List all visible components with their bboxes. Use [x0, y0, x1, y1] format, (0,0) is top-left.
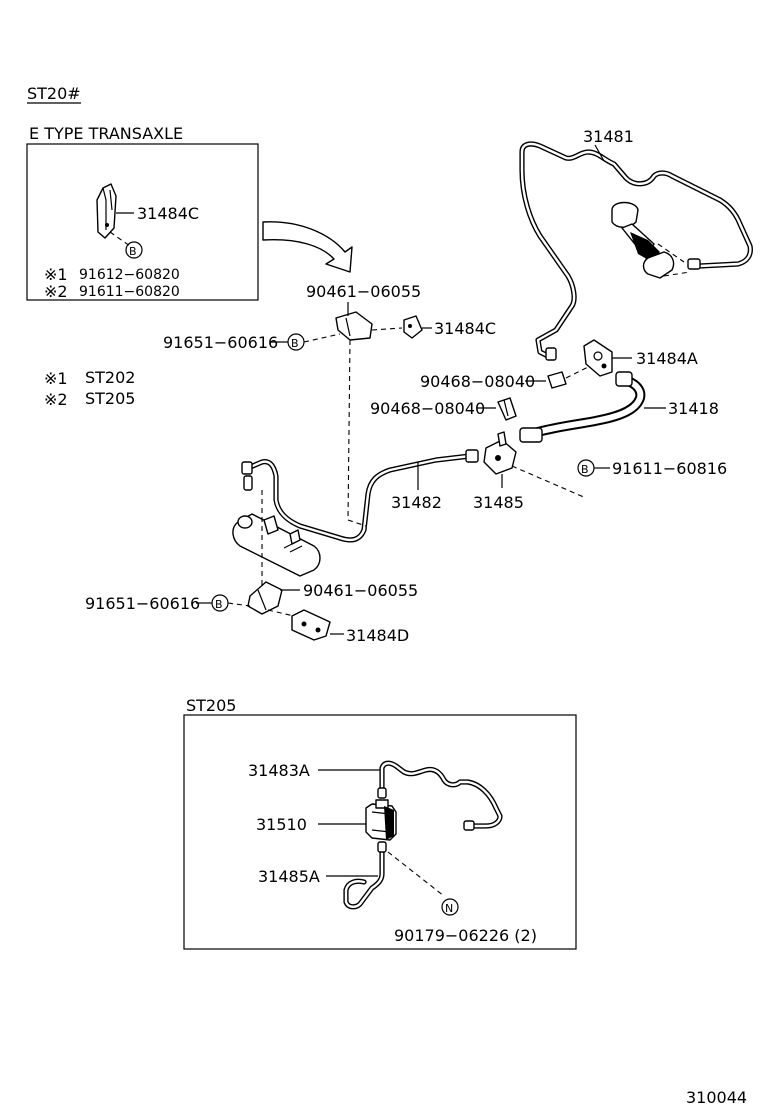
label-31484A: 31484A: [636, 349, 698, 368]
release-cylinder-icon: [232, 513, 321, 577]
e-type-transaxle-inset: E TYPE TRANSAXLE 31484C B ※1 91612−60820…: [26, 124, 259, 301]
bracket-31484D-icon: [291, 609, 331, 641]
inset-alt-bolt-2: 91611−60820: [79, 284, 180, 300]
legend-model-1: ST202: [85, 368, 135, 387]
label-91611: 91611−60816: [612, 459, 727, 478]
svg-text:B: B: [129, 245, 137, 258]
label-31418: 31418: [668, 399, 719, 418]
inset-mark-2: ※2: [44, 282, 68, 301]
clip-90468-a-icon: [547, 365, 591, 389]
legend-mark-1: ※1: [44, 369, 68, 388]
label-31484C: 31484C: [434, 319, 496, 338]
inset-title: E TYPE TRANSAXLE: [29, 124, 183, 143]
label-90461-bottom: 90461−06055: [303, 581, 418, 600]
label-90468-b: 90468−08040: [370, 399, 485, 418]
label-90461-top: 90461−06055: [306, 282, 421, 301]
model-header: ST20#: [27, 84, 81, 104]
svg-text:B: B: [581, 463, 589, 476]
legend-mark-2: ※2: [44, 390, 68, 409]
label-31485: 31485: [473, 493, 524, 512]
inset-mark-1: ※1: [44, 265, 68, 284]
pipe-31483A: [377, 760, 503, 831]
label-31485A: 31485A: [258, 867, 320, 886]
label-91651-top: 91651−60616: [163, 333, 278, 352]
st205-frame: [183, 714, 577, 950]
svg-text:N: N: [445, 902, 453, 915]
bracket-31485-icon: [483, 431, 517, 475]
label-90179: 90179−06226 (2): [394, 926, 537, 945]
inset-part-label: 31484C: [137, 204, 199, 223]
damper-31510-icon: [365, 799, 397, 841]
master-cylinder-icon: [611, 201, 691, 279]
label-31483A: 31483A: [248, 761, 310, 780]
bolt-91611-symbol: B: [577, 459, 595, 477]
inset-bolt-symbol: B: [125, 241, 143, 259]
inset-alt-bolt-1: 91612−60820: [79, 267, 180, 283]
nut-90179-symbol: N: [441, 898, 459, 916]
clamp-90461-bottom-icon: [247, 581, 283, 615]
legend-model-2: ST205: [85, 389, 135, 408]
clamp-90461-top-icon: [335, 311, 373, 341]
st205-inset: ST205 31483A 31510 31485A N: [183, 696, 577, 950]
clutch-pipe-31482: [241, 449, 479, 543]
bracket-31484C-icon: [403, 315, 423, 339]
clutch-pipe-31481: [519, 141, 753, 361]
inset-bracket-icon: [96, 183, 117, 239]
flexible-hose-31418: [519, 371, 646, 443]
label-90468-a: 90468−08040: [420, 372, 535, 391]
label-31482: 31482: [391, 493, 442, 512]
label-91651-bottom: 91651−60616: [85, 594, 200, 613]
clip-90468-b-icon: [497, 397, 517, 421]
curved-arrow-icon: [262, 221, 353, 273]
label-31510: 31510: [256, 815, 307, 834]
bracket-31484A-icon: [583, 339, 613, 377]
label-31484D: 31484D: [346, 626, 409, 645]
model-code: ST20#: [27, 84, 81, 103]
svg-text:B: B: [215, 598, 223, 611]
model-legend: ※1 ST202 ※2 ST205: [44, 368, 135, 409]
bolt-91651-top-symbol: B: [287, 333, 305, 351]
bolt-91651-bottom-symbol: B: [211, 594, 229, 612]
st205-title: ST205: [186, 696, 236, 715]
illustration-code: 310044: [686, 1088, 747, 1107]
pipe-31485A: [343, 841, 387, 910]
inset-frame: [26, 143, 259, 301]
label-31481: 31481: [583, 127, 634, 146]
svg-text:B: B: [291, 337, 299, 350]
